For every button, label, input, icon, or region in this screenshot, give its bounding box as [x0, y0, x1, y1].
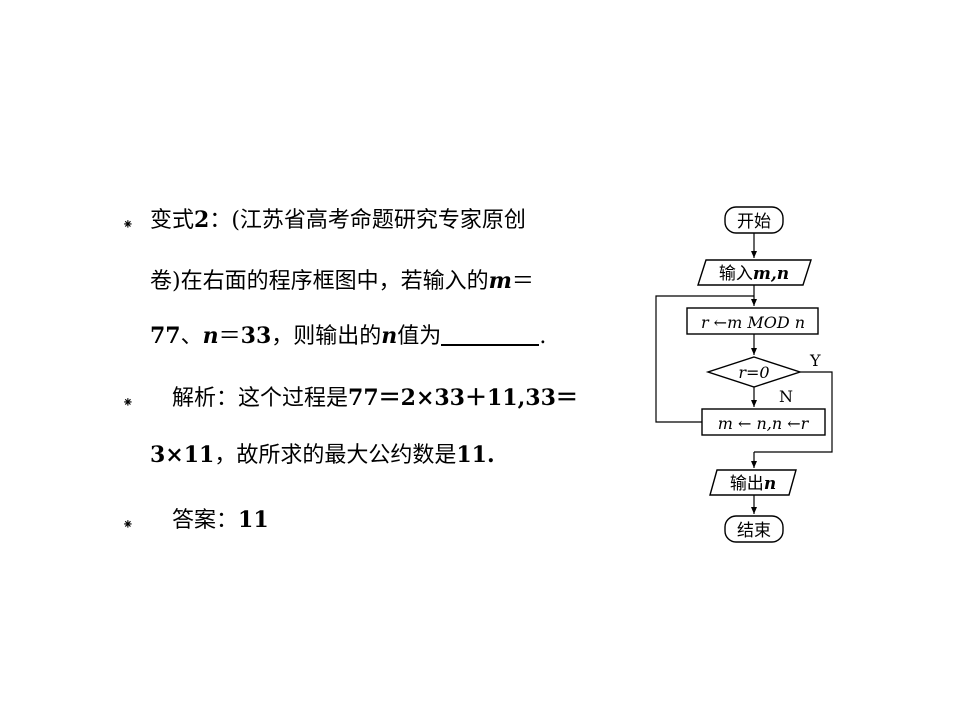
- problem-line-3: 77、n＝33，则输出的n值为.: [150, 323, 570, 350]
- bullet-marker: ⁕: [122, 217, 134, 233]
- end-terminal: [724, 515, 784, 543]
- mod-process-box: [686, 307, 819, 335]
- mod-step-label: r ←m MOD n: [701, 313, 805, 332]
- analysis-line-1: 解析：这个过程是77＝2×33＋11,33＝: [150, 385, 592, 412]
- bullet-marker: ⁕: [122, 395, 134, 411]
- analysis-label: 解析：这个过程是: [172, 386, 349, 411]
- output-text: 输出n: [730, 474, 776, 494]
- output-box: [709, 469, 797, 496]
- yes-branch-line: [754, 371, 833, 453]
- analysis-conclusion: ，故所求的最大公约数是: [214, 443, 457, 468]
- output-label: 输出: [730, 474, 764, 494]
- analysis-equation-cont: 3×11: [150, 442, 215, 468]
- analysis-result: 11.: [456, 442, 495, 468]
- separator: 、: [180, 324, 203, 349]
- problem-source: ：(江苏省高考命题研究专家原创: [209, 208, 526, 233]
- analysis-equation: 77＝2×33＋11,33＝: [348, 385, 578, 411]
- answer-line: 答案：11: [150, 507, 592, 534]
- period: .: [539, 324, 547, 349]
- value-77: 77: [150, 323, 181, 349]
- variable-n: n: [381, 323, 398, 349]
- input-vars: m,n: [753, 264, 789, 284]
- loop-back-line: [655, 295, 754, 423]
- start-label: 开始: [737, 212, 771, 232]
- input-box: [697, 259, 812, 286]
- input-label: 输入: [719, 264, 753, 284]
- analysis-line-2: 3×11，故所求的最大公约数是11.: [150, 442, 570, 469]
- yes-label: Y: [809, 351, 821, 370]
- assign-step-label: m ← n,n ←r: [718, 414, 810, 433]
- equals-sign: ＝: [218, 324, 241, 349]
- problem-label: 变式: [150, 208, 195, 233]
- condition-label: r=0: [738, 363, 769, 382]
- assign-process-box: [701, 408, 826, 436]
- answer-value: 11: [238, 507, 269, 533]
- problem-line-2: 卷)在右面的程序框图中，若输入的m＝: [150, 268, 570, 295]
- problem-text: 值为: [397, 324, 442, 349]
- end-label: 结束: [737, 521, 771, 541]
- output-var: n: [764, 474, 776, 494]
- variable-n: n: [202, 323, 219, 349]
- value-33: 33: [240, 323, 272, 349]
- input-text: 输入m,n: [719, 264, 789, 284]
- answer-label: 答案：: [172, 508, 239, 533]
- problem-number: 2: [194, 207, 210, 233]
- equals-sign: ＝: [511, 269, 534, 294]
- variable-m: m: [488, 268, 512, 294]
- no-label: N: [779, 387, 793, 406]
- problem-line-1: 变式2：(江苏省高考命题研究专家原创: [150, 207, 570, 234]
- problem-text: ，则输出的: [271, 324, 382, 349]
- problem-text: 卷)在右面的程序框图中，若输入的: [150, 269, 489, 294]
- program-flowchart: 开始 输入m,n r ←m MOD n r=0 Y N m ← n,n ←r 输…: [655, 206, 833, 543]
- bullet-marker: ⁕: [122, 517, 134, 533]
- answer-blank: [441, 326, 540, 346]
